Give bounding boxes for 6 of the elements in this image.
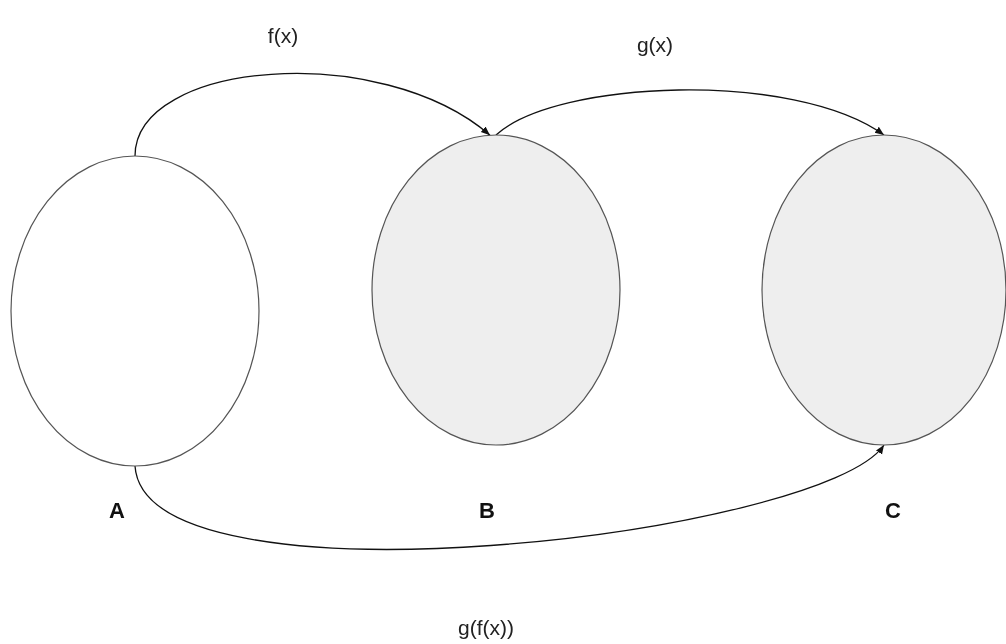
curved-arrow: [495, 89, 885, 136]
set-label: C: [885, 498, 901, 524]
set-label: A: [109, 498, 125, 524]
curved-arrow: [134, 73, 491, 157]
curved-arrow: [134, 444, 885, 550]
set-label: B: [479, 498, 495, 524]
